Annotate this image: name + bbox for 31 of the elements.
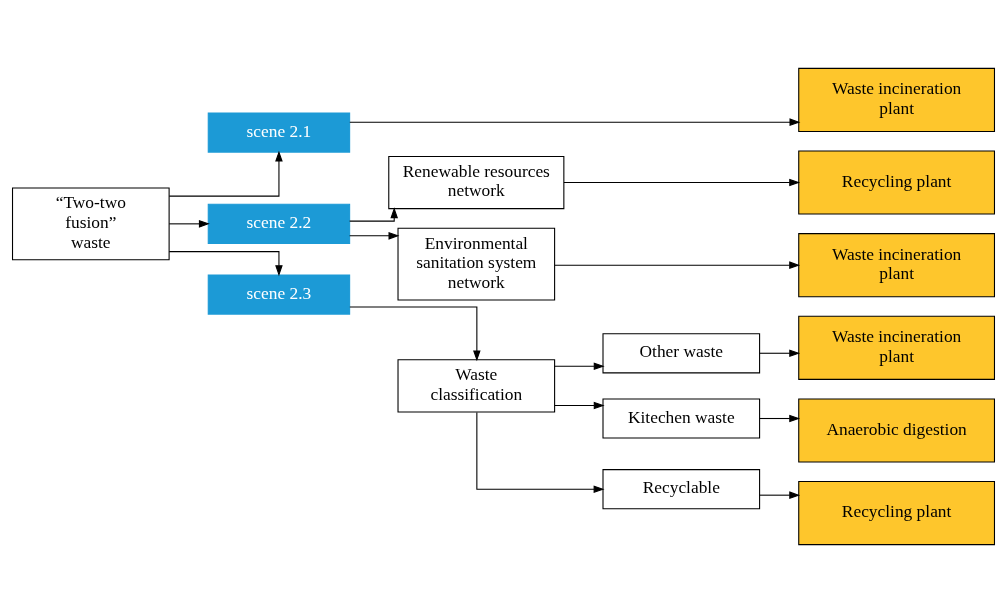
arrow bbox=[349, 207, 399, 222]
node-box: Recycling plant bbox=[798, 150, 996, 215]
node-box: Anaerobic digestion bbox=[798, 398, 996, 463]
node-box: Waste incineration plant bbox=[798, 67, 996, 132]
node-box: scene 2.2 bbox=[207, 203, 351, 244]
arrow bbox=[759, 349, 801, 358]
arrow bbox=[168, 220, 210, 228]
arrow bbox=[554, 362, 605, 371]
arrow bbox=[349, 118, 801, 126]
arrow bbox=[759, 491, 801, 499]
arrow bbox=[554, 261, 801, 269]
node-box: “Two-two fusion” waste bbox=[11, 187, 170, 261]
arrow bbox=[168, 150, 283, 197]
node-box: Waste incineration plant bbox=[798, 315, 996, 380]
node-box: Recycling plant bbox=[798, 481, 996, 546]
node-box: Waste classification bbox=[397, 359, 556, 413]
node-box: Other waste bbox=[602, 333, 761, 374]
node-box: Recyclable bbox=[602, 469, 761, 510]
node-box: Kitechen waste bbox=[602, 398, 761, 439]
arrow bbox=[759, 414, 801, 423]
node-box: Waste incineration plant bbox=[798, 233, 996, 298]
node-box: scene 2.1 bbox=[207, 112, 351, 153]
node-box: Environmental sanitation system network bbox=[397, 227, 556, 301]
node-box: scene 2.3 bbox=[207, 274, 351, 315]
arrow bbox=[563, 178, 801, 187]
arrow bbox=[349, 306, 481, 362]
arrow bbox=[349, 232, 400, 240]
arrow bbox=[554, 401, 605, 410]
arrow bbox=[476, 411, 605, 493]
node-box: Renewable resources network bbox=[388, 155, 565, 210]
arrow bbox=[168, 251, 283, 277]
